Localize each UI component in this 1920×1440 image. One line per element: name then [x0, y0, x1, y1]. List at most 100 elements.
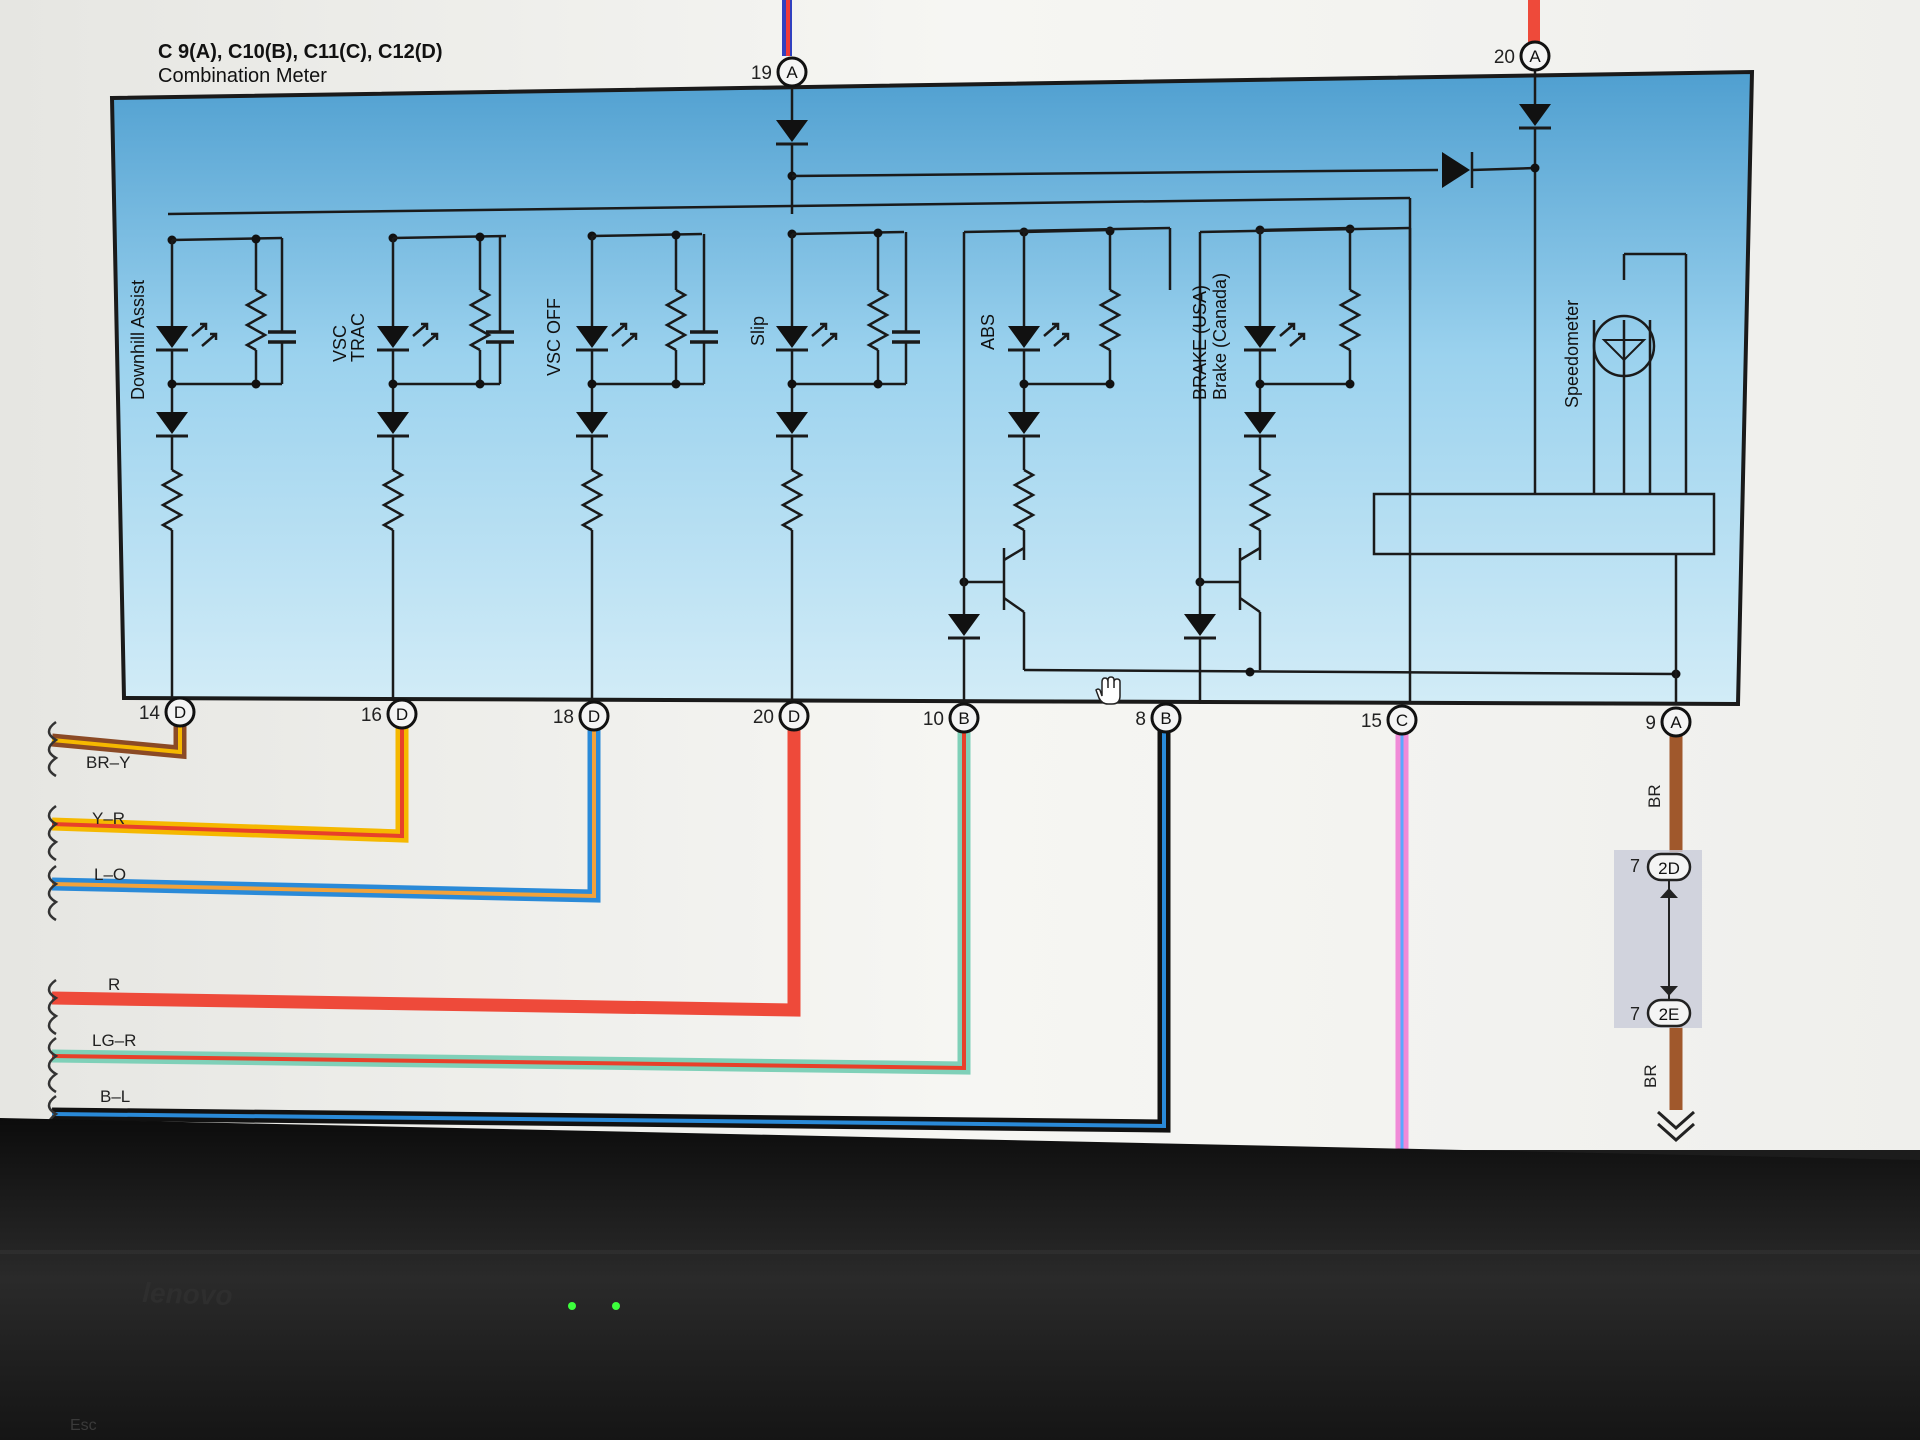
wire-break-4	[47, 1036, 59, 1094]
top-pin-0-circle	[776, 56, 808, 88]
junction-dot	[251, 379, 261, 389]
junction-dot	[388, 379, 398, 389]
indicator-branch-5-bypass-top	[1199, 226, 1411, 234]
wire-code-br-upper: BR	[1645, 784, 1664, 808]
bottom-pin-3-circle	[778, 700, 810, 732]
wire-5-stripe	[51, 716, 1166, 1129]
bottom-pin-1-circle	[386, 698, 418, 730]
junction-dot	[587, 379, 597, 389]
wire-color-codes: BR–Y Y–R L–O R LG–R B–L BR BR	[86, 753, 1664, 1106]
junction-dot	[1255, 379, 1265, 389]
wire-break-1	[47, 804, 59, 862]
indicator-branch-0-top	[171, 236, 283, 242]
bottom-pin-7-circle	[1660, 706, 1692, 738]
indicator-branch-5-resistor	[1338, 288, 1362, 352]
indicator-branch-0-led-rays	[191, 322, 218, 347]
bezel-key-label: Esc	[70, 1417, 97, 1434]
meter-circuitry	[156, 60, 1716, 704]
diode-20a	[1519, 104, 1551, 126]
activity-led-icon	[612, 1302, 620, 1310]
bottom-pin-2-circle	[578, 700, 610, 732]
indicator-branch-2-resistor2	[580, 468, 604, 532]
bottom-pin-6-circle	[1386, 704, 1418, 736]
junction-dot	[671, 230, 681, 240]
harness-wires	[47, 716, 1695, 1152]
indicator-branch-2-diode	[576, 412, 608, 434]
junction-dot	[1105, 226, 1115, 236]
junction-dot	[1105, 379, 1115, 389]
bottom-pin-4-conn: B	[958, 709, 969, 728]
indicator-branch-4-emitter	[1003, 596, 1025, 614]
wire-break-3	[47, 978, 59, 1036]
bottom-pin-0-num: 14	[139, 703, 161, 724]
bottom-pin-7-num: 9	[1645, 713, 1656, 734]
junction-lower-num: 7	[1630, 1004, 1640, 1024]
wire-break-0	[47, 720, 59, 778]
bottom-pin-6-num: 15	[1361, 711, 1382, 732]
junction-connector: 7 2D 7 2E	[1614, 850, 1702, 1028]
junction-upper-conn: 2D	[1658, 859, 1680, 878]
junction-dot	[167, 379, 177, 389]
indicator-branch-4-collector	[1003, 546, 1025, 562]
bottom-pin-0-circle	[164, 696, 196, 728]
indicator-label-brake-usa: BRAKE (USA)	[1190, 285, 1210, 400]
indicator-label-downhill-assist: Downhill Assist	[128, 280, 148, 400]
indicator-branch-3-led-rays	[811, 322, 838, 347]
indicator-label-vsc-off: VSC OFF	[544, 298, 564, 376]
main-rail	[167, 196, 1411, 216]
junction-upper-num: 7	[1630, 856, 1640, 876]
indicator-branch-2-resistor	[664, 288, 688, 352]
indicator-branch-4-resistor	[1098, 288, 1122, 352]
bezel-brand-logo: lenovo	[142, 1277, 233, 1311]
indicator-branch-0-resistor2	[160, 468, 184, 532]
bottom-pin-3-num: 20	[753, 707, 774, 728]
indicator-branch-3-resistor	[866, 288, 890, 352]
top-pin-1-circle	[1519, 40, 1551, 72]
bottom-pin-1-num: 16	[361, 705, 382, 726]
wire-9a-arrow-icon	[1657, 1110, 1695, 1143]
wire-code-lg-r: LG–R	[92, 1031, 136, 1050]
indicator-branch-4-led-rays	[1043, 322, 1070, 347]
junction-dot	[475, 232, 485, 242]
indicator-label-slip: Slip	[748, 316, 768, 346]
bottom-pin-1-conn: D	[396, 705, 408, 724]
wire-code-br-y: BR–Y	[86, 753, 130, 772]
indicator-branch-5-out-diode	[1184, 614, 1216, 636]
junction-dot	[787, 379, 797, 389]
speedometer-gauge-icon	[1592, 314, 1656, 378]
indicator-branch-4-diode	[1008, 412, 1040, 434]
indicator-branch-3-led	[776, 326, 808, 348]
wire-break-2	[47, 864, 59, 922]
wire-code-b-l: B–L	[100, 1087, 130, 1106]
junction-dot	[475, 379, 485, 389]
bottom-pin-3-conn: D	[788, 707, 800, 726]
indicator-branch-1-led-rays	[412, 322, 439, 347]
junction-dot	[671, 379, 681, 389]
speedometer-needle	[1601, 339, 1647, 362]
indicator-branch-5-diode	[1244, 412, 1276, 434]
wire-code-br-lower: BR	[1641, 1064, 1660, 1088]
bottom-pin-7-conn: A	[1670, 713, 1682, 732]
wire-code-y-r: Y–R	[92, 809, 125, 828]
diode-horizontal	[1442, 152, 1470, 188]
junction-dot	[1530, 163, 1540, 173]
indicator-branch-2-led	[576, 326, 608, 348]
bottom-pin-5-num: 8	[1135, 709, 1146, 730]
indicator-branch-4-out-diode	[948, 614, 980, 636]
bottom-pin-5-conn: B	[1160, 709, 1171, 728]
indicator-branch-0-diode	[156, 412, 188, 434]
indicator-branch-1-diode	[377, 412, 409, 434]
junction-dot	[1019, 379, 1029, 389]
monitor-bezel: lenovo Esc	[0, 1118, 1920, 1440]
bottom-pin-0-conn: D	[174, 703, 186, 722]
wire-1-stripe	[51, 716, 404, 839]
bottom-pin-2-num: 18	[553, 707, 574, 728]
diode-19a	[776, 120, 808, 142]
indicator-branch-1-resistor2	[381, 468, 405, 532]
wire-2-stripe	[51, 716, 596, 899]
wire-0-stripe	[51, 716, 182, 755]
bottom-pin-4-circle	[948, 702, 980, 734]
connector-ids: C 9(A), C10(B), C11(C), C12(D)	[158, 41, 442, 63]
